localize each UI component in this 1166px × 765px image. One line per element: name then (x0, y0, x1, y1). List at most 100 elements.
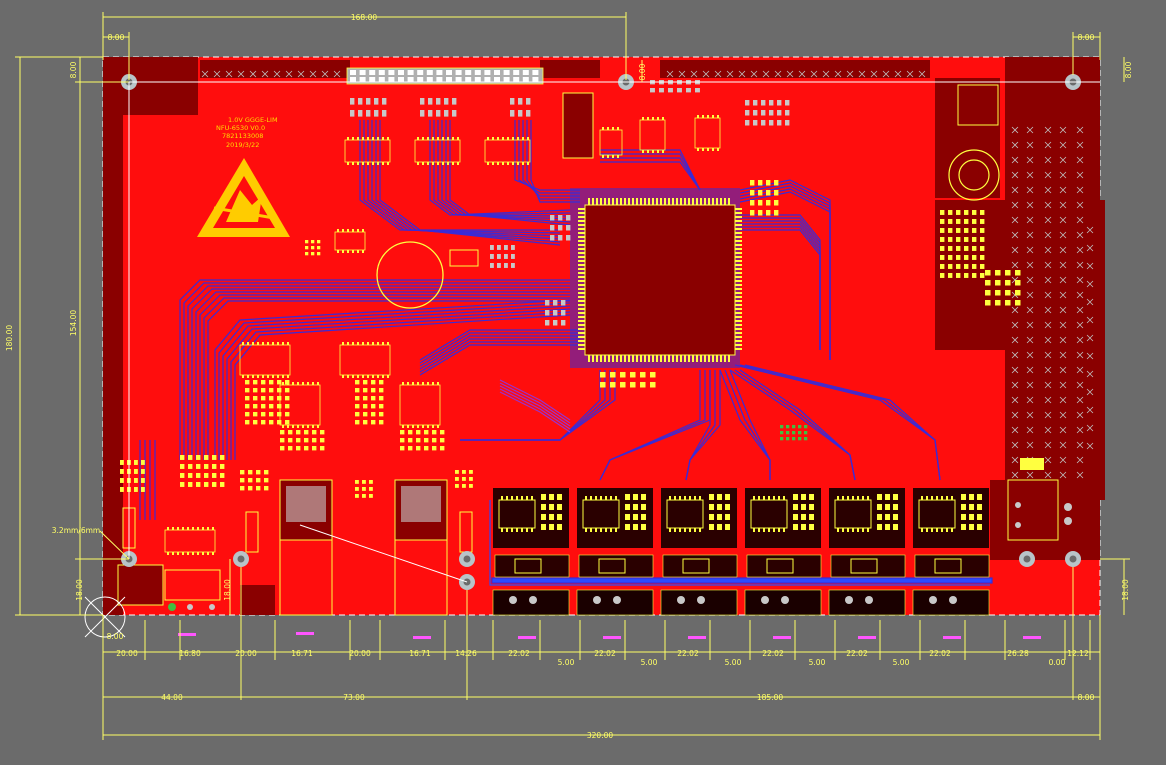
smd-pad (668, 88, 673, 93)
smd-pad (490, 263, 494, 268)
module-pin (837, 496, 839, 500)
smd-pin (347, 342, 349, 345)
smd-pad (510, 110, 515, 117)
cpu-pin (700, 355, 702, 362)
module-pad (885, 494, 890, 500)
cpu-pin (578, 344, 585, 346)
smd-pad (462, 470, 466, 474)
via-x (1011, 246, 1019, 254)
via-x (1076, 216, 1084, 224)
smd-pad (261, 420, 266, 425)
smd-pad (212, 473, 217, 478)
smd-pin (342, 375, 344, 378)
smd-pad (940, 255, 945, 260)
cpu-pin (578, 272, 585, 274)
smd-pad (750, 200, 755, 206)
smd-pad (792, 437, 796, 441)
smd-pad (550, 215, 555, 221)
trace (203, 297, 570, 460)
cpu-pin (692, 198, 694, 205)
edge-label-mark (518, 636, 536, 639)
smd-pad (980, 237, 985, 242)
cpu-pin (640, 355, 642, 362)
module-pad (557, 524, 562, 530)
module-pad (969, 494, 974, 500)
cpu-pin (716, 198, 718, 205)
smd-pad (566, 215, 571, 221)
module-pin (753, 528, 755, 532)
trace (419, 341, 580, 373)
via-x (1076, 261, 1084, 269)
smd-pad (305, 246, 309, 250)
module-pin (763, 528, 765, 532)
smd-pin (317, 425, 319, 428)
smd-pad (758, 180, 763, 186)
battery-holder (376, 241, 479, 309)
smd-pad (469, 484, 473, 488)
smd-pad (220, 455, 225, 460)
smd-pad (400, 446, 405, 451)
module-pin (867, 528, 869, 532)
dark-regions (103, 57, 1105, 615)
edge-label-mark (603, 636, 621, 639)
smd-pin (457, 137, 459, 140)
cpu-pin (636, 355, 638, 362)
smd-pad (444, 98, 449, 105)
via-x (1044, 456, 1052, 464)
smd-pad (956, 273, 961, 278)
dim-left-18: 18.00 (75, 579, 84, 601)
module-pin (842, 496, 844, 500)
smd-pad (750, 180, 755, 186)
smd-pad (240, 486, 245, 491)
smd-pad (277, 404, 282, 409)
smd-pad (792, 431, 796, 435)
dim-left-18b: 18.00 (223, 579, 232, 601)
module-pin (951, 496, 953, 500)
module-pin (585, 528, 587, 532)
smd-pad (972, 228, 977, 233)
module-pad (709, 524, 714, 530)
smd-pin (382, 375, 384, 378)
header-pin (484, 70, 491, 75)
smd-pad (985, 280, 991, 286)
module-pin (679, 496, 681, 500)
dim-row1-gap: 5.00 (725, 658, 742, 667)
trace (526, 120, 580, 200)
trace (441, 120, 571, 220)
via-x (834, 70, 842, 78)
via-x (1011, 381, 1019, 389)
module-lower (494, 554, 570, 578)
smd-pad (261, 380, 266, 385)
via-x (1026, 216, 1034, 224)
smd-pad (440, 446, 445, 451)
cpu-pin (680, 355, 682, 362)
cpu-pin (735, 236, 742, 238)
cpu-pin (735, 252, 742, 254)
smd-pin (347, 375, 349, 378)
header-pin (455, 70, 462, 75)
trace (729, 369, 771, 480)
trace (445, 120, 571, 223)
header-pin (378, 70, 385, 75)
smd-pin (642, 150, 644, 153)
via-x (1086, 226, 1094, 234)
smd-pin (402, 382, 404, 385)
smd-pad (188, 455, 193, 460)
smd-pin (382, 137, 384, 140)
cpu-pin (578, 292, 585, 294)
module-lower (914, 554, 990, 578)
smd-pin (267, 375, 269, 378)
smd-pad (964, 228, 969, 233)
smd-pin (257, 375, 259, 378)
smd-pad (379, 404, 384, 409)
smd-pad (956, 219, 961, 224)
module-pad (625, 504, 630, 510)
edge-label-mark (773, 636, 791, 639)
smd-pad (141, 487, 145, 492)
module-pad (557, 494, 562, 500)
smd-pin (337, 229, 339, 232)
smd-pad (774, 210, 779, 216)
smd-pin (442, 137, 444, 140)
smd-pad (785, 110, 790, 116)
cpu-pin (578, 304, 585, 306)
